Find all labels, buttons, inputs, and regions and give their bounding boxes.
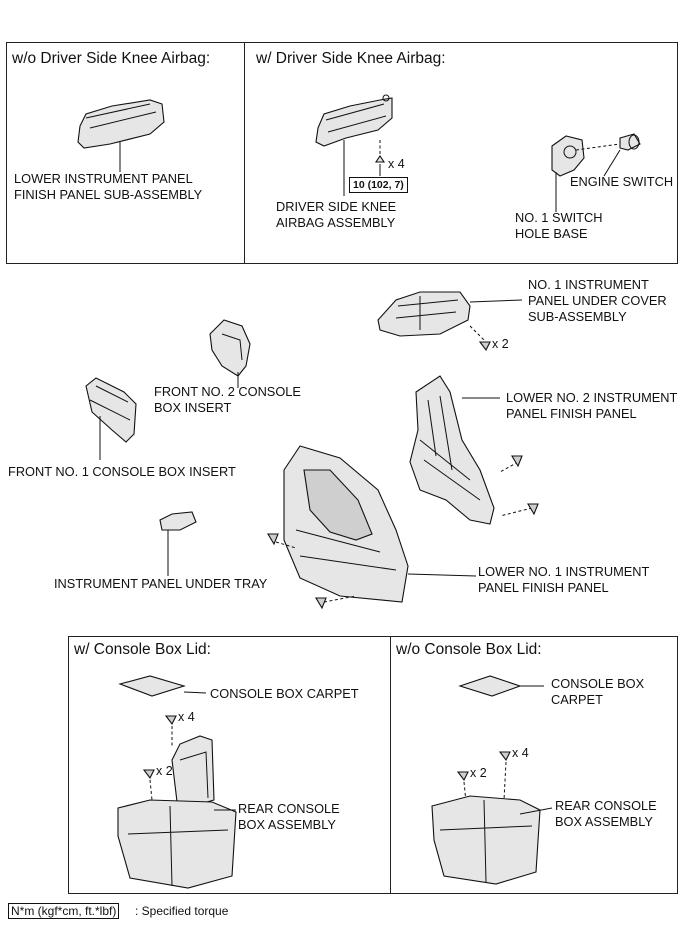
label-line: LOWER INSTRUMENT PANEL <box>14 171 193 186</box>
header-without-knee-airbag: w/o Driver Side Knee Airbag: <box>12 50 211 67</box>
label-line: PANEL UNDER COVER <box>528 293 667 308</box>
bottom-right-section <box>390 636 678 894</box>
airbag-torque-value: 10 (102, 7) <box>349 177 408 193</box>
label-line: BOX ASSEMBLY <box>238 817 336 832</box>
label-line: NO. 1 SWITCH <box>515 210 603 225</box>
label-lower-no2-panel: LOWER NO. 2 INSTRUMENT PANEL FINISH PANE… <box>506 390 677 422</box>
label-under-cover: NO. 1 INSTRUMENT PANEL UNDER COVER SUB-A… <box>528 277 667 325</box>
torque-legend-key: N*m (kgf*cm, ft.*lbf) <box>8 903 120 919</box>
header-without-console-lid: w/o Console Box Lid: <box>396 641 542 658</box>
label-line: BOX INSERT <box>154 400 232 415</box>
front-no2-insert-art <box>209 319 251 388</box>
left-bolt-side-quantity: x 2 <box>156 764 173 778</box>
header-with-console-lid: w/ Console Box Lid: <box>74 641 211 658</box>
under-cover-screw-quantity: x 2 <box>492 337 509 351</box>
label-line: PANEL FINISH PANEL <box>478 580 609 595</box>
label-lower-finish-panel: LOWER INSTRUMENT PANEL FINISH PANEL SUB-… <box>14 171 202 203</box>
label-line: LOWER NO. 1 INSTRUMENT <box>478 564 650 579</box>
label-engine-switch: ENGINE SWITCH <box>570 174 674 189</box>
label-line: CONSOLE BOX <box>551 676 645 691</box>
label-rear-console-right: REAR CONSOLE BOX ASSEMBLY <box>555 798 657 830</box>
label-rear-console-left: REAR CONSOLE BOX ASSEMBLY <box>238 801 340 833</box>
left-bolt-top-quantity: x 4 <box>178 710 195 724</box>
label-lower-no1-panel: LOWER NO. 1 INSTRUMENT PANEL FINISH PANE… <box>478 564 649 596</box>
label-line: FRONT NO. 2 CONSOLE <box>154 384 301 399</box>
label-line: CARPET <box>551 692 603 707</box>
front-no1-insert-art <box>85 377 137 460</box>
label-under-tray: INSTRUMENT PANEL UNDER TRAY <box>54 576 268 591</box>
label-line: NO. 1 INSTRUMENT <box>528 277 649 292</box>
lower-no2-panel-art <box>409 375 539 525</box>
top-right-section <box>244 42 678 264</box>
label-switch-hole-base: NO. 1 SWITCH HOLE BASE <box>515 210 602 242</box>
switch-hole-base-art <box>551 133 641 212</box>
header-with-knee-airbag: w/ Driver Side Knee Airbag: <box>256 50 446 67</box>
label-line: FINISH PANEL SUB-ASSEMBLY <box>14 187 203 202</box>
label-line: AIRBAG ASSEMBLY <box>276 215 396 230</box>
label-line: LOWER NO. 2 INSTRUMENT <box>506 390 678 405</box>
label-line: REAR CONSOLE <box>555 798 657 813</box>
label-console-carpet-left: CONSOLE BOX CARPET <box>210 686 359 701</box>
label-line: HOLE BASE <box>515 226 588 241</box>
label-line: SUB-ASSEMBLY <box>528 309 627 324</box>
label-line: BOX ASSEMBLY <box>555 814 653 829</box>
rear-console-without-lid-art <box>431 675 553 885</box>
under-cover-art <box>377 291 523 352</box>
knee-airbag-art <box>315 94 393 196</box>
label-console-carpet-right: CONSOLE BOX CARPET <box>551 676 644 708</box>
right-bolt-top-quantity: x 4 <box>512 746 529 760</box>
airbag-clip-quantity: x 4 <box>388 157 405 171</box>
label-line: REAR CONSOLE <box>238 801 340 816</box>
torque-legend-text: : Specified torque <box>135 904 229 918</box>
label-front-no2-insert: FRONT NO. 2 CONSOLE BOX INSERT <box>154 384 301 416</box>
right-bolt-side-quantity: x 2 <box>470 766 487 780</box>
label-front-no1-insert: FRONT NO. 1 CONSOLE BOX INSERT <box>8 464 236 479</box>
under-tray-art <box>159 511 197 576</box>
rear-console-with-lid-art <box>117 675 237 889</box>
lower-no1-panel-art <box>267 445 477 610</box>
label-line: PANEL FINISH PANEL <box>506 406 637 421</box>
label-knee-airbag: DRIVER SIDE KNEE AIRBAG ASSEMBLY <box>276 199 396 231</box>
label-line: DRIVER SIDE KNEE <box>276 199 397 214</box>
lower-finish-panel-art <box>77 99 165 172</box>
